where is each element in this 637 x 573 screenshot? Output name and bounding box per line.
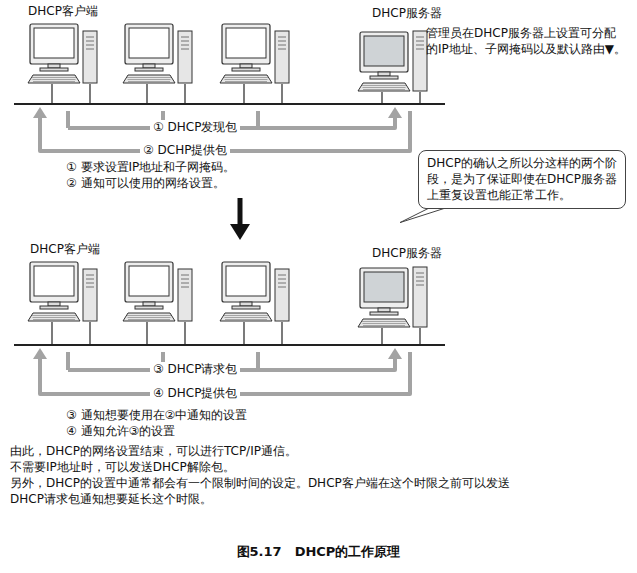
flow-label: ① DHCP发现包 <box>150 120 240 136</box>
note-text: ③ 通知想要使用在②中通知的设置 <box>66 408 247 424</box>
flow-label: ④ DHCP提供包 <box>150 386 240 402</box>
network-cable <box>51 84 52 104</box>
callout-tail <box>400 207 450 223</box>
note-text: DHCP客户端 <box>30 242 100 258</box>
callout-text: DHCP的确认之所以分这样的两个阶段，是为了保证即使在DHCP服务器上重复设置也… <box>427 155 617 204</box>
arrow-head <box>33 348 47 359</box>
note-text: DHCP服务器 <box>372 6 442 22</box>
client-computer <box>28 262 97 321</box>
packet-flow <box>256 352 260 370</box>
network-cable <box>381 92 382 104</box>
network-cable <box>146 322 147 345</box>
network-cable <box>281 84 282 104</box>
network-cable <box>184 322 185 345</box>
network-cable <box>243 322 244 345</box>
client-computer <box>123 24 192 83</box>
client-computer <box>123 262 192 321</box>
note-text: ② 通知可以使用的网络设置。 <box>66 176 225 192</box>
network-cable <box>146 84 147 104</box>
note-text: 由此，DHCP的网络设置结束，可以进行TCP/IP通信。 <box>10 444 297 460</box>
note-text: 另外，DHCP的设置中通常都会有一个限制时间的设定。DHCP客户端在这个时限之前… <box>10 476 510 507</box>
flow-label: ③ DHCP请求包 <box>150 362 240 378</box>
note-text: DHCP客户端 <box>28 4 98 20</box>
arrow-head <box>33 107 47 118</box>
network-cable <box>381 328 382 345</box>
network-cable <box>419 328 420 345</box>
arrow-head <box>388 107 402 118</box>
client-computer <box>220 262 289 321</box>
arrow-head <box>388 348 402 359</box>
note-text: ① 要求设置IP地址和子网掩码。 <box>66 160 235 176</box>
figure-caption: 图5.17 DHCP的工作原理 <box>237 543 401 561</box>
network-bus <box>14 103 445 105</box>
flow-label: ② DCHP提供包 <box>140 143 230 159</box>
client-computer <box>28 24 97 83</box>
packet-flow <box>256 111 260 128</box>
note-text: 不需要IP地址时，可以发送DHCP解除包。 <box>10 460 235 476</box>
network-bus <box>14 344 445 346</box>
step-arrow-head <box>230 224 250 240</box>
network-cable <box>51 322 52 345</box>
packet-flow <box>66 111 70 128</box>
callout-box: DHCP的确认之所以分这样的两个阶段，是为了保证即使在DHCP服务器上重复设置也… <box>418 150 626 209</box>
network-cable <box>243 84 244 104</box>
server-computer <box>358 267 427 327</box>
network-cable <box>184 84 185 104</box>
network-cable <box>89 84 90 104</box>
note-text: DHCP服务器 <box>372 246 442 262</box>
network-cable <box>281 322 282 345</box>
note-text: ④ 通知允许③的设置 <box>66 424 175 440</box>
client-computer <box>220 24 289 83</box>
packet-flow <box>66 352 70 370</box>
server-computer <box>358 31 427 91</box>
note-text: 管理员在DHCP服务器上设置可分配的IP地址、子网掩码以及默认路由▼。 <box>426 26 626 57</box>
network-cable <box>89 322 90 345</box>
step-arrow <box>238 198 243 226</box>
network-cable <box>419 92 420 104</box>
